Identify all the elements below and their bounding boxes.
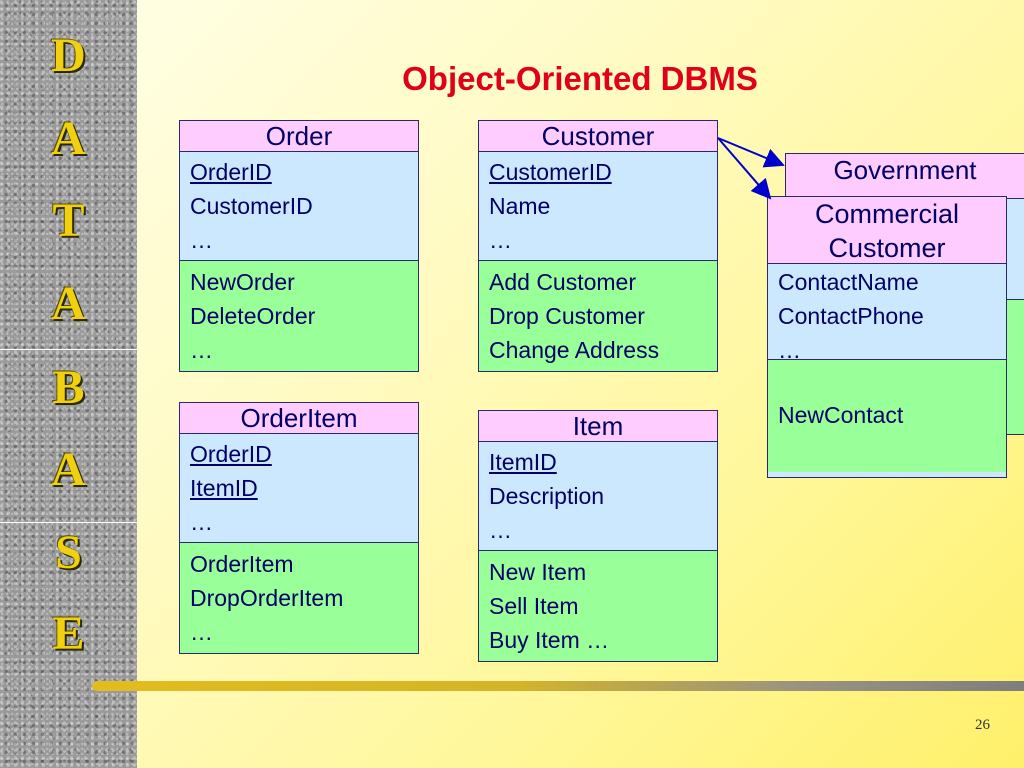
sidebar-letter: S — [55, 526, 82, 579]
class-name: Item — [479, 411, 717, 442]
class-attributes: OrderID ItemID … — [180, 434, 418, 543]
class-customer: Customer CustomerID Name … Add Customer … — [478, 120, 718, 372]
class-name: Order — [180, 121, 418, 152]
method: Sell Item — [489, 593, 579, 619]
attribute: CustomerID — [190, 193, 313, 219]
class-methods: NewContact — [768, 360, 1006, 472]
page-title: Object-Oriented DBMS — [402, 60, 758, 97]
sidebar-divider — [0, 349, 137, 350]
class-name-line: Customer — [828, 233, 946, 263]
sidebar-letter: A — [51, 112, 86, 165]
attribute: … — [190, 509, 213, 535]
method: Add Customer — [489, 269, 637, 295]
sidebar: D A T A B A S E — [0, 0, 137, 768]
attribute-key: ItemID — [190, 475, 258, 501]
method: … — [190, 619, 213, 645]
method: … — [190, 337, 213, 363]
class-name: Government — [786, 154, 1024, 199]
sidebar-divider — [0, 522, 137, 523]
method: DropOrderItem — [190, 585, 344, 611]
class-name: OrderItem — [180, 403, 418, 434]
method: Change Address — [489, 337, 660, 363]
class-name: Commercial Customer — [768, 197, 1006, 264]
class-attributes: ContactName ContactPhone … — [768, 264, 1006, 363]
class-methods: OrderItem DropOrderItem … — [180, 543, 418, 653]
attribute: Description — [489, 483, 605, 509]
attribute: ContactName — [778, 269, 919, 295]
arrow-to-government — [717, 137, 785, 168]
attribute-key: OrderID — [190, 159, 272, 185]
sidebar-letter: D — [51, 29, 86, 82]
page-number: 26 — [975, 717, 990, 733]
arrow-to-commercial-customer — [717, 137, 772, 200]
class-item: Item ItemID Description … New Item Sell … — [478, 410, 718, 662]
sidebar-letter: A — [51, 277, 86, 330]
attribute: … — [190, 227, 213, 253]
sidebar-letter: A — [51, 443, 86, 496]
method: OrderItem — [190, 551, 294, 577]
sidebar-letter: B — [52, 361, 85, 414]
method: Drop Customer — [489, 303, 645, 329]
class-methods: NewOrder DeleteOrder … — [180, 261, 418, 371]
attribute-key: CustomerID — [489, 159, 612, 185]
attribute: … — [489, 227, 512, 253]
class-attributes: OrderID CustomerID … — [180, 152, 418, 261]
sidebar-letter: T — [52, 194, 85, 247]
class-attributes: CustomerID Name … — [479, 152, 717, 261]
attribute-key: ItemID — [489, 449, 557, 475]
class-orderitem: OrderItem OrderID ItemID … OrderItem Dro… — [179, 402, 419, 654]
method: New Item — [489, 559, 587, 585]
sidebar-letter: E — [52, 607, 85, 660]
attribute: … — [778, 337, 801, 363]
method: NewContact — [778, 402, 904, 428]
attribute: ContactPhone — [778, 303, 924, 329]
footer-bar — [92, 681, 1024, 691]
class-order: Order OrderID CustomerID … NewOrder Dele… — [179, 120, 419, 372]
class-commercial-customer: Commercial Customer ContactName ContactP… — [767, 196, 1007, 478]
method: NewOrder — [190, 269, 295, 295]
attribute: … — [489, 517, 512, 543]
attribute: Name — [489, 193, 551, 219]
class-attributes: ItemID Description … — [479, 442, 717, 551]
method: DeleteOrder — [190, 303, 316, 329]
class-methods: Add Customer Drop Customer Change Addres… — [479, 261, 717, 371]
class-methods: New Item Sell Item Buy Item … — [479, 551, 717, 661]
class-name: Customer — [479, 121, 717, 152]
attribute-key: OrderID — [190, 441, 272, 467]
class-name-line: Commercial — [814, 199, 960, 229]
method: Buy Item … — [489, 627, 610, 653]
